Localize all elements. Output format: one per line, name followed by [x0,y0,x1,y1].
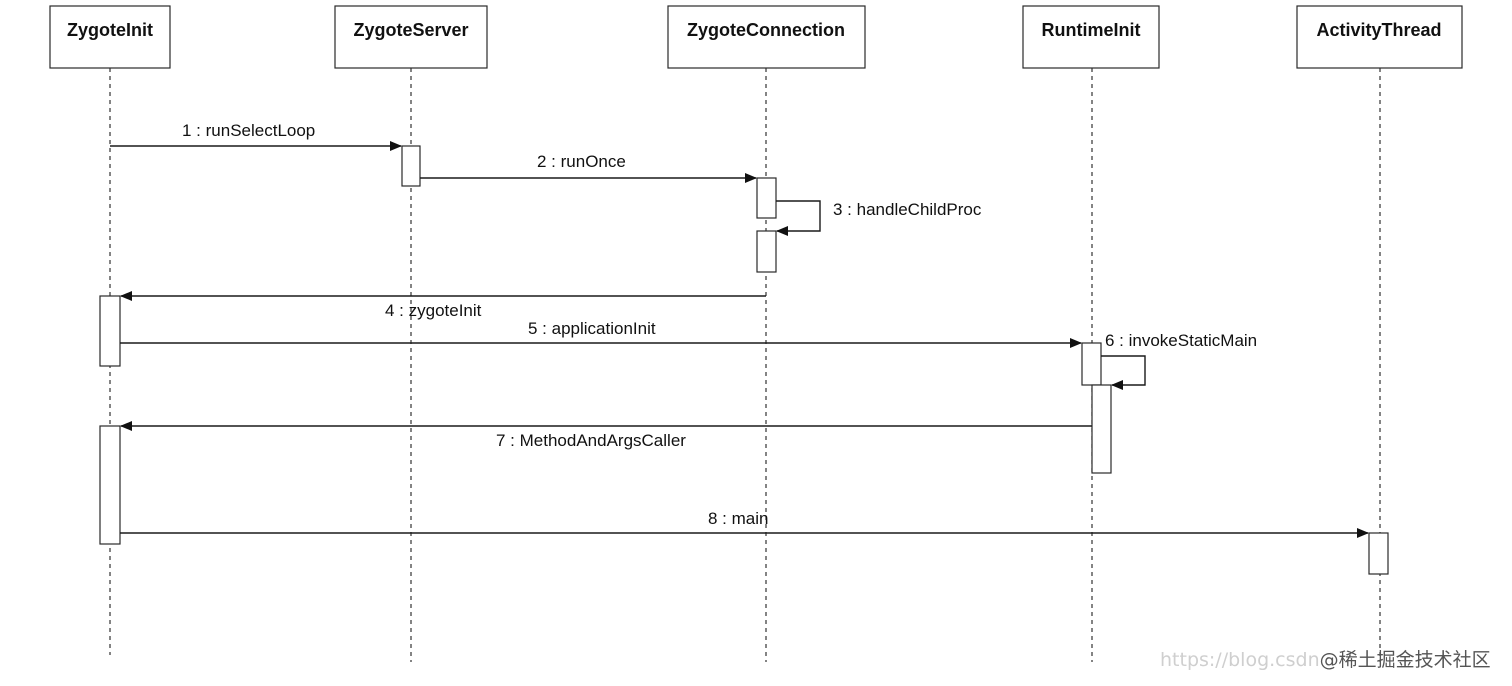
message-label: 3 : handleChildProc [833,200,982,219]
message-5: 5 : applicationInit [120,319,1082,348]
message-6: 6 : invokeStaticMain [1101,331,1257,390]
activation-bar [1091,384,1112,474]
activation-bar [401,145,421,187]
watermark: https://blog.csdn@稀土掘金技术社区 [1160,645,1500,672]
participant-zygote-connection: ZygoteConnection [667,5,866,69]
message-8: 8 : main [120,509,1369,538]
watermark-url: https://blog.csdn [1160,649,1320,671]
activation-bar [756,177,777,219]
participant-label: ZygoteInit [67,20,153,40]
message-label: 8 : main [708,509,768,528]
self-call-arrow [1101,355,1146,390]
message-1: 1 : runSelectLoop [110,121,402,151]
message-label: 5 : applicationInit [528,319,656,338]
message-label: 7 : MethodAndArgsCaller [496,431,686,450]
participant-runtime-init: RuntimeInit [1022,5,1160,69]
activation-bar [99,425,121,545]
participant-label: ZygoteConnection [687,20,845,40]
activation-bar [99,295,121,367]
activation-bar [756,230,777,273]
self-call-arrow [776,200,821,236]
message-label: 6 : invokeStaticMain [1105,331,1257,350]
activation-bar [1368,532,1389,575]
participant-label: ZygoteServer [353,20,468,40]
message-label: 2 : runOnce [537,152,626,171]
message-2: 2 : runOnce [420,152,757,183]
participant-zygote-server: ZygoteServer [334,5,488,69]
participant-label: ActivityThread [1316,20,1441,40]
watermark-badge: @稀土掘金技术社区 [1319,649,1491,671]
participant-label: RuntimeInit [1042,20,1141,40]
participant-zygote-init: ZygoteInit [49,5,171,69]
participant-activity-thread: ActivityThread [1296,5,1463,69]
message-4: 4 : zygoteInit [120,291,766,320]
message-3: 3 : handleChildProc [776,200,982,236]
message-label: 4 : zygoteInit [385,301,482,320]
message-7: 7 : MethodAndArgsCaller [120,421,1092,450]
message-label: 1 : runSelectLoop [182,121,315,140]
activation-bar [1081,342,1102,386]
